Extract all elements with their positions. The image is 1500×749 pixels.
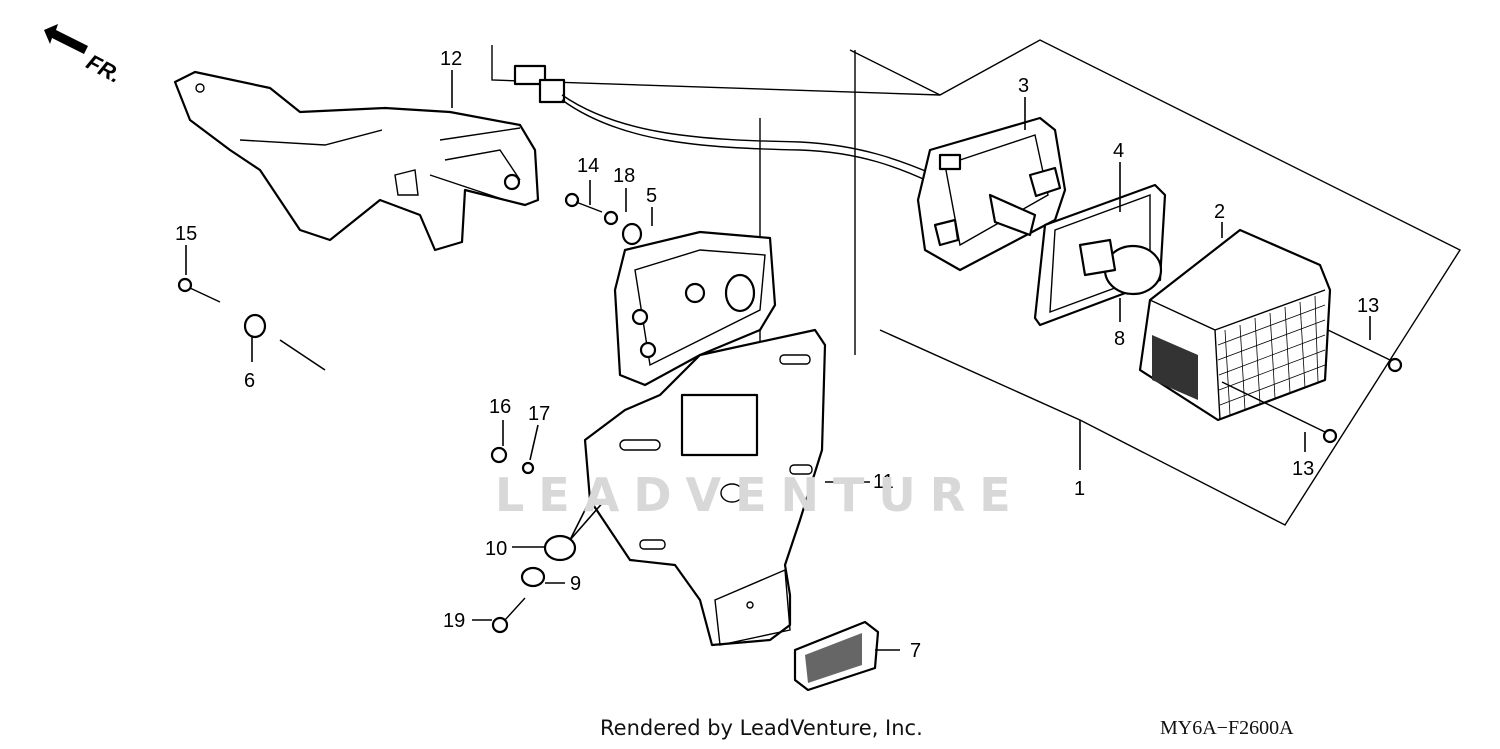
bulb	[1078, 238, 1163, 296]
callout-11: 11	[873, 471, 894, 493]
watermark: LEADVENTURE	[495, 468, 1025, 522]
callout-16: 16	[489, 396, 511, 418]
callout-13-lower: 13	[1292, 458, 1314, 480]
grommet-10	[543, 534, 577, 562]
taillight-lens	[1138, 228, 1332, 422]
leader-lines	[185, 70, 1371, 651]
license-bracket	[583, 328, 827, 647]
callout-8: 8	[1114, 328, 1125, 350]
bolt-14	[564, 192, 603, 213]
callout-12: 12	[440, 48, 462, 70]
diagram-code: MY6A−F2600A	[1160, 717, 1294, 739]
callout-4: 4	[1113, 140, 1124, 162]
callout-7: 7	[910, 640, 921, 662]
wiring-harness	[513, 64, 936, 184]
taillight-base	[916, 116, 1067, 272]
front-arrow-icon	[44, 24, 88, 54]
screw-13-upper	[1327, 329, 1403, 373]
callout-19: 19	[443, 610, 465, 632]
callout-5: 5	[646, 185, 657, 207]
callout-17: 17	[528, 403, 550, 425]
reflector	[793, 620, 880, 692]
screw-13-lower	[1221, 381, 1338, 444]
callout-6: 6	[244, 370, 255, 392]
callout-13-upper: 13	[1357, 295, 1379, 317]
washer-18	[603, 210, 619, 226]
credit-text: Rendered by LeadVenture, Inc.	[600, 716, 923, 740]
callout-15: 15	[175, 223, 197, 245]
license-light-housing	[613, 230, 777, 387]
collar-6	[243, 313, 267, 339]
collar-9	[520, 566, 546, 588]
callout-2: 2	[1214, 201, 1225, 223]
callout-9: 9	[570, 573, 581, 595]
collar-5	[621, 222, 643, 246]
callout-1: 1	[1074, 478, 1085, 500]
rear-fender-bracket	[173, 70, 540, 252]
callout-labels: 1 2 3 4 5 6 7 8 9 10 11 12 13 13 14 15 1…	[175, 48, 1379, 662]
callout-18: 18	[613, 165, 635, 187]
callout-14: 14	[577, 155, 599, 177]
bolt-15	[177, 277, 221, 303]
nut-16	[490, 446, 508, 464]
callout-10: 10	[485, 538, 507, 560]
washer-17	[521, 461, 535, 475]
callout-3: 3	[1018, 75, 1029, 97]
bolt-19	[491, 597, 526, 634]
